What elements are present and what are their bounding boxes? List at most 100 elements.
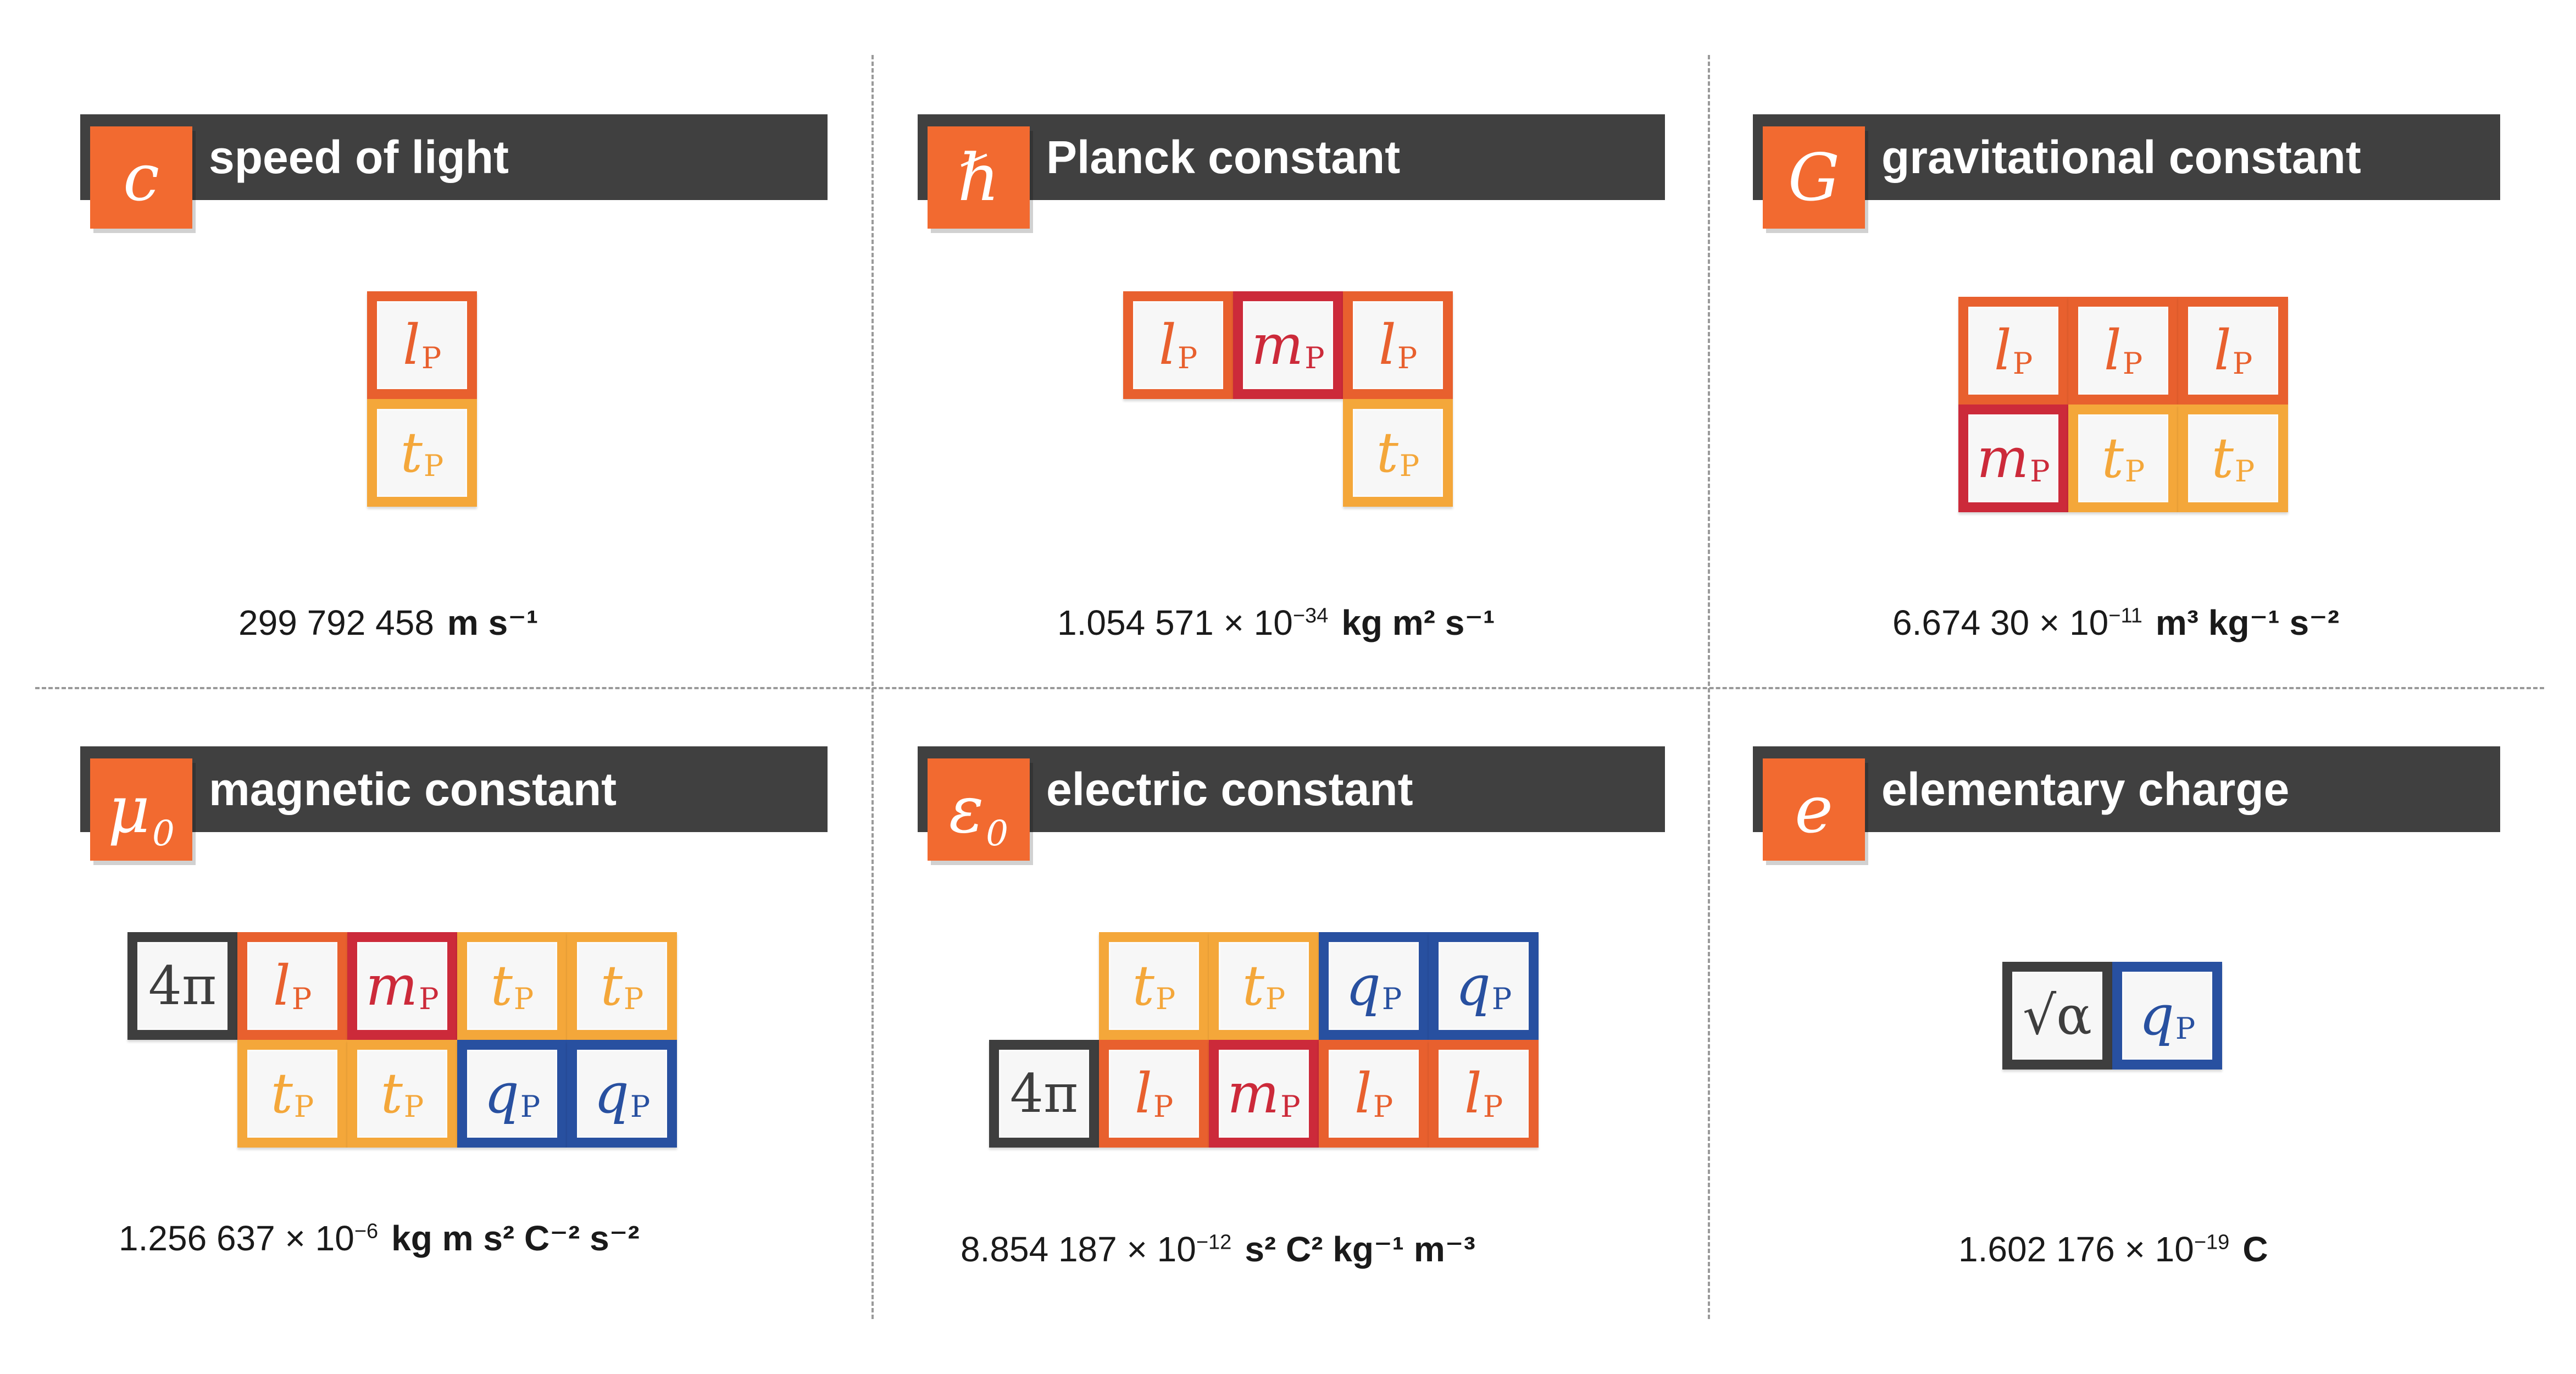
value-number: 6.674 30 × 10: [1892, 603, 2109, 642]
symbol-letter: c: [123, 140, 160, 215]
block-label: q: [1455, 954, 1491, 1018]
block-label: l: [1158, 313, 1176, 377]
block-subscript: P: [513, 982, 534, 1016]
block-label: t: [1242, 954, 1264, 1018]
constant-title: magnetic constant: [209, 763, 617, 815]
constant-title: electric constant: [1046, 763, 1413, 815]
panel-header: [1753, 746, 2500, 832]
block-subscript: P: [2122, 346, 2143, 381]
block-subscript: P: [423, 448, 444, 483]
block-label: t: [400, 420, 423, 485]
block-label: 4π: [1009, 1063, 1079, 1124]
block-subscript: P: [623, 982, 644, 1016]
symbol-letter: e: [1795, 772, 1833, 847]
block-label: l: [273, 954, 291, 1018]
block-label: l: [1994, 318, 2012, 383]
block-subscript: P: [1304, 341, 1325, 375]
block-subscript: P: [291, 982, 312, 1016]
block-label: m: [1977, 426, 2029, 490]
block-label: m: [1227, 1061, 1280, 1126]
block-subscript: P: [1381, 982, 1402, 1016]
value-exponent: −34: [1292, 604, 1329, 628]
constant-value: 6.674 30 × 10−11 m³ kg⁻¹ s⁻²: [1892, 602, 2339, 644]
value-unit: kg m² s⁻¹: [1341, 603, 1495, 642]
symbol-letter: μ: [108, 772, 150, 847]
constant-symbol: G: [1763, 126, 1865, 229]
block-subscript: P: [403, 1089, 424, 1124]
block-label: t: [380, 1061, 403, 1126]
block-label: q: [593, 1061, 629, 1126]
value-unit: kg m s² C⁻² s⁻²: [391, 1218, 640, 1258]
block-subscript: P: [1399, 448, 1420, 483]
block-label: t: [2101, 426, 2124, 490]
value-exponent: −11: [2108, 604, 2142, 628]
symbol-letter: ℏ: [958, 140, 1000, 215]
constant-symbol: c: [90, 126, 192, 229]
block-label: t: [270, 1061, 293, 1126]
block-subscript: P: [419, 982, 439, 1016]
block-subscript: P: [1397, 341, 1418, 375]
block-label: t: [1132, 954, 1154, 1018]
value-number: 299 792 458: [238, 603, 434, 642]
block-label: q: [484, 1061, 519, 1126]
value-number: 1.602 176 × 10: [1958, 1229, 2194, 1269]
block-subscript: P: [2124, 454, 2145, 489]
block-label: √α: [2023, 985, 2092, 1046]
panel-header: [918, 746, 1665, 832]
block-subscript: P: [2234, 454, 2255, 489]
constant-title: gravitational constant: [1881, 131, 2361, 183]
block-subscript: P: [1491, 982, 1512, 1016]
constant-symbol: e: [1763, 758, 1865, 861]
block-label: l: [2213, 318, 2231, 383]
block-label: l: [1354, 1061, 1372, 1126]
block-label: q: [1345, 954, 1381, 1018]
block-subscript: P: [1265, 982, 1286, 1016]
block-label: t: [2211, 426, 2234, 490]
block-subscript: P: [293, 1089, 314, 1124]
block-subscript: P: [1153, 1089, 1174, 1124]
unit-block-n: 4π: [989, 1040, 1099, 1148]
block-label: l: [1464, 1061, 1482, 1126]
value-unit: m s⁻¹: [447, 603, 538, 642]
block-label: t: [600, 954, 623, 1018]
block-label: t: [1376, 420, 1398, 485]
block-subscript: P: [2232, 346, 2253, 381]
value-exponent: −6: [354, 1220, 379, 1243]
value-unit: m³ kg⁻¹ s⁻²: [2155, 603, 2340, 642]
panel-header: [918, 114, 1665, 200]
symbol-letter: G: [1787, 140, 1840, 215]
block-subscript: P: [520, 1089, 541, 1124]
block-label: m: [1251, 313, 1304, 377]
